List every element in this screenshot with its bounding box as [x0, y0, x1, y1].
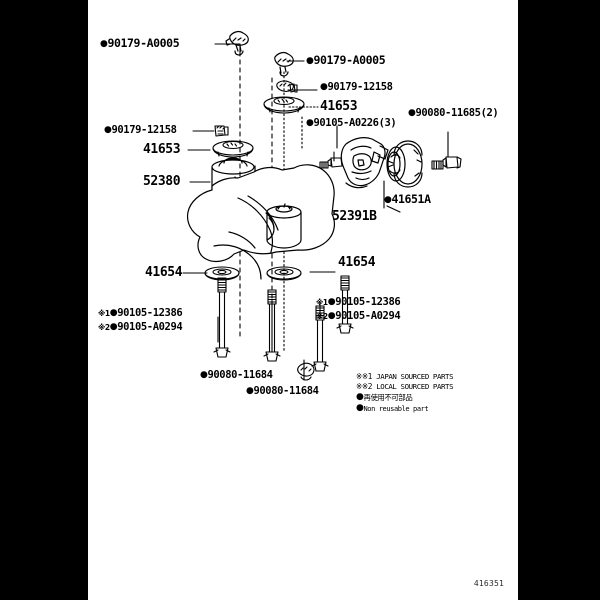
part-center-boss — [266, 203, 302, 249]
callout-41651A: ●41651A — [384, 192, 431, 206]
callout-90105-12386-right: ※1●90105-12386 — [316, 296, 401, 308]
diagram-canvas: ●90179-A0005 ●90179-A0005 ●90179-12158 4… — [88, 0, 518, 600]
callout-52391B: 52391B — [332, 209, 377, 224]
part-insulator-41653-left — [212, 140, 254, 158]
part-long-bolt-2 — [263, 289, 281, 362]
sheet-code: 416351 — [473, 579, 504, 588]
leader-lines — [182, 43, 449, 381]
legend-line-local: ※※2 LOCAL SOURCED PARTS — [356, 381, 454, 391]
part-41654-washer-right — [266, 266, 302, 281]
callout-90105-12386-left: ※1●90105-12386 — [98, 307, 183, 319]
legend-line-japan: ※※1 JAPAN SOURCED PARTS — [356, 372, 454, 381]
part-nut-top-left — [225, 30, 249, 56]
callout-41654-right: 41654 — [338, 255, 376, 270]
callout-52380: 52380 — [143, 174, 181, 189]
source-mark-1: ※ — [356, 372, 362, 381]
part-washer-12158-left — [214, 125, 229, 137]
callout-90080-11685: ●90080-11685(2) — [408, 107, 499, 119]
bullet-marker: ● — [246, 386, 254, 396]
bullet-marker: ● — [356, 403, 364, 413]
callout-41654-left: 41654 — [145, 265, 183, 280]
part-nut-top-middle — [274, 51, 294, 77]
bullet-marker: ● — [109, 308, 118, 318]
source-mark-2: ※ — [316, 312, 323, 321]
part-long-bolt-4 — [336, 275, 354, 334]
part-41651A-pulley — [386, 140, 423, 188]
source-mark-2: ※ — [356, 381, 362, 391]
part-bolt-11685 — [431, 149, 462, 170]
bullet-marker: ● — [200, 370, 208, 380]
callout-90179-A0005-top: ●90179-A0005 — [306, 53, 386, 67]
bullet-marker: ● — [306, 56, 314, 66]
bullet-marker: ● — [306, 118, 314, 128]
part-52391B-bracket — [340, 137, 389, 189]
callout-90179-12158-right: ●90179-12158 — [320, 81, 393, 93]
bullet-marker: ● — [356, 392, 364, 402]
bullet-marker: ● — [327, 311, 336, 321]
part-long-bolt-1 — [213, 277, 231, 358]
part-long-bolt-3 — [311, 305, 329, 372]
source-mark-2: ※ — [98, 323, 105, 332]
bullet-marker: ● — [109, 322, 118, 332]
callout-90179-A0005-left: ●90179-A0005 — [100, 36, 180, 50]
bullet-marker: ● — [320, 82, 328, 92]
parts-illustration — [182, 30, 462, 381]
part-crossmember-body — [186, 164, 335, 280]
part-bolt-A0226 — [319, 151, 343, 169]
callout-90179-12158-left: ●90179-12158 — [104, 124, 177, 136]
callout-90080-11684-right: ●90080-11684 — [246, 385, 319, 397]
callout-90105-A0294-right: ※2●90105-A0294 — [316, 310, 401, 322]
callout-90105-A0294-left: ※2●90105-A0294 — [98, 321, 183, 333]
part-washer-12158-right — [276, 80, 298, 93]
callout-41653-right: 41653 — [320, 99, 358, 114]
callout-41653-left: 41653 — [143, 142, 181, 157]
part-nut-11684 — [297, 362, 315, 381]
callout-90080-11684-left: ●90080-11684 — [200, 369, 273, 381]
bullet-marker: ● — [327, 297, 336, 307]
bullet-marker: ● — [100, 39, 108, 49]
callout-90105-A0226: ●90105-A0226(3) — [306, 117, 397, 129]
source-mark-1: ※ — [316, 298, 323, 307]
legend-line-nonreusable-en: ●Non reusable part — [356, 403, 429, 413]
legend-line-nonreusable-jp: ●再使用不可部品 — [356, 392, 413, 402]
bullet-marker: ● — [408, 108, 416, 118]
part-insulator-41653-right — [263, 96, 305, 114]
legend-block: ※※1 JAPAN SOURCED PARTS ※※2 LOCAL SOURCE… — [356, 372, 454, 413]
bullet-marker: ● — [384, 195, 392, 205]
source-mark-1: ※ — [98, 309, 105, 318]
bullet-marker: ● — [104, 125, 112, 135]
